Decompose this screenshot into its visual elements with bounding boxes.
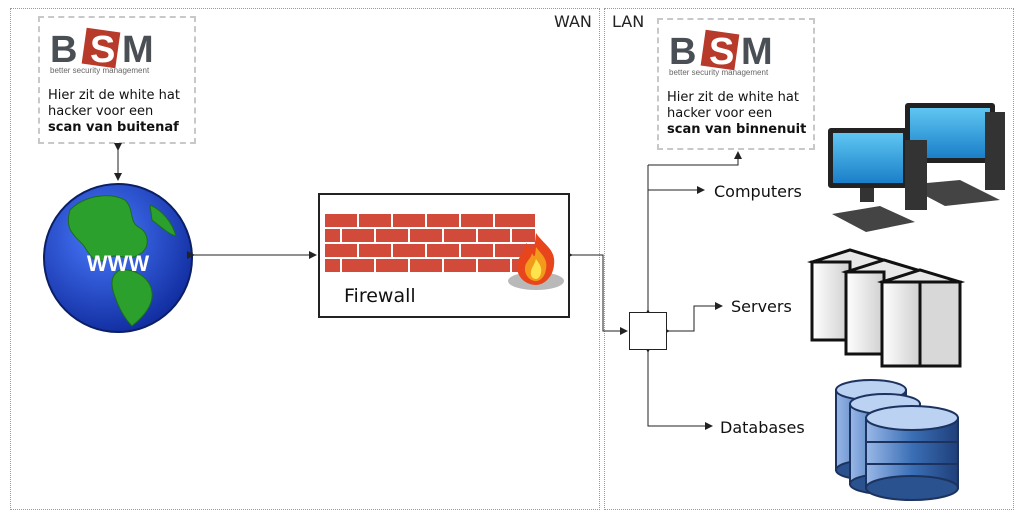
svg-text:B: B xyxy=(669,31,696,73)
svg-text:S: S xyxy=(709,31,734,73)
connector-to-hacker-inside xyxy=(648,151,742,166)
hacker-line3: scan van binnenuit xyxy=(667,122,807,137)
connector-firewall-switch xyxy=(565,251,628,335)
computers-icon xyxy=(828,103,1005,232)
computers-label: Computers xyxy=(714,182,802,201)
network-switch xyxy=(629,312,667,350)
firewall-label: Firewall xyxy=(344,285,416,307)
hacker-line2: hacker voor een xyxy=(48,104,154,119)
bsm-tagline: better security management xyxy=(669,68,769,77)
bsm-logo: B S M better security management xyxy=(669,29,773,77)
svg-text:M: M xyxy=(741,31,773,73)
databases-icon xyxy=(835,379,959,501)
globe-icon: WWW xyxy=(43,183,193,333)
hacker-card-outside: B S M better security management Hier zi… xyxy=(38,16,196,144)
svg-text:M: M xyxy=(122,29,154,71)
hacker-line1: Hier zit de white hat xyxy=(48,88,180,103)
bsm-tagline: better security management xyxy=(50,66,150,75)
connector-to-databases xyxy=(644,345,713,430)
hacker-text-inside: Hier zit de white hat hacker voor een sc… xyxy=(667,90,806,138)
fire-icon xyxy=(508,233,564,290)
www-label: WWW xyxy=(87,251,150,276)
firewall-box: Firewall xyxy=(318,193,570,318)
connector-to-servers xyxy=(662,302,723,335)
hacker-card-inside: B S M better security management Hier zi… xyxy=(657,18,815,150)
hacker-line2: hacker voor een xyxy=(667,106,773,121)
svg-text:S: S xyxy=(90,29,115,71)
bsm-logo: B S M better security management xyxy=(50,27,154,75)
brick-wall-icon xyxy=(324,213,536,273)
databases-label: Databases xyxy=(720,418,805,437)
wan-label: WAN xyxy=(554,12,592,31)
servers-icon xyxy=(807,248,966,368)
hacker-line1: Hier zit de white hat xyxy=(667,90,799,105)
lan-label: LAN xyxy=(612,12,645,31)
servers-label: Servers xyxy=(731,297,792,316)
hacker-line3: scan van buitenaf xyxy=(48,120,179,135)
hacker-text-outside: Hier zit de white hat hacker voor een sc… xyxy=(48,88,180,136)
svg-text:B: B xyxy=(50,29,77,71)
